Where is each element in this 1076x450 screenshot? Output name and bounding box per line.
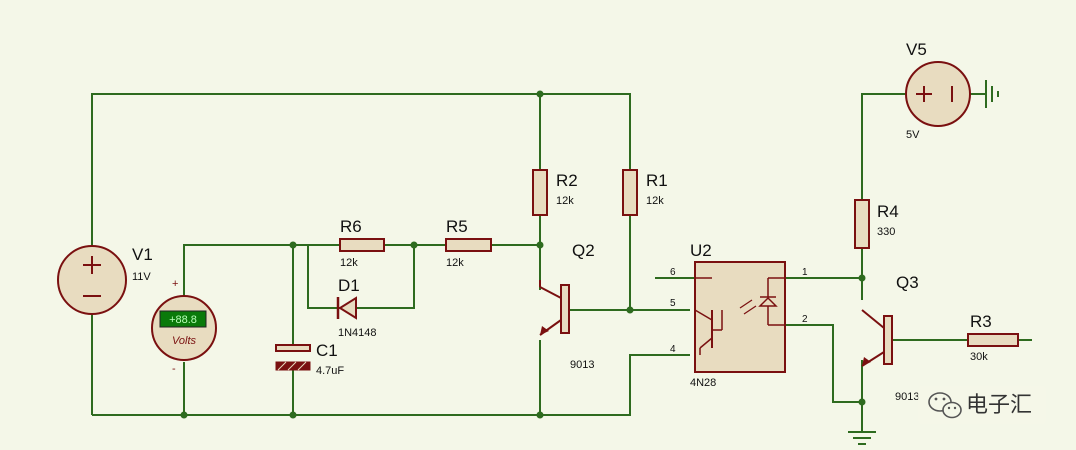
u2-pin-5: 5 [670,298,676,309]
r5-ref: R5 [446,217,468,236]
v1-value: 11V [132,271,151,283]
q3-value: 9013 [895,391,919,403]
r4-ref: R4 [877,202,899,221]
u2-pin-1: 1 [802,267,808,278]
d1-value: 1N4148 [338,327,377,339]
v1-source[interactable]: V1 11V [57,245,153,315]
q2-transistor[interactable]: Q2 9013 [539,241,595,371]
r4-value: 330 [877,226,895,238]
q3-ref: Q3 [896,273,919,292]
r6-resistor[interactable]: R6 12k [339,217,385,269]
q3-transistor[interactable]: Q3 9013 [861,273,919,403]
ground-icon-top [985,80,999,108]
r2-ref: R2 [556,171,578,190]
v5-ref: V5 [906,40,927,59]
u2-pin-4: 4 [670,344,676,355]
d1-diode[interactable]: D1 1N4148 [336,276,377,339]
wires [91,93,1032,432]
v5-source[interactable]: V5 5V [905,40,971,141]
r1-ref: R1 [646,171,668,190]
q2-value: 9013 [570,359,594,371]
c1-capacitor[interactable]: C1 4.7uF [275,341,344,377]
u2-pin-2: 2 [802,314,808,325]
v5-value: 5V [906,129,920,141]
r3-value: 30k [970,351,988,363]
watermark-text: 电子汇 [966,392,1032,417]
voltmeter-label: Volts [172,335,197,347]
r5-resistor[interactable]: R5 12k [445,217,492,269]
voltmeter-plus: + [172,278,178,290]
r1-resistor[interactable]: R1 12k [622,169,668,216]
u2-pin-6: 6 [670,267,676,278]
r1-value: 12k [646,195,664,207]
u2-optocoupler[interactable]: U2 4N28 6 5 4 1 2 [670,241,808,389]
r3-resistor[interactable]: R3 30k [967,312,1019,363]
q2-ref: Q2 [572,241,595,260]
r6-value: 12k [340,257,358,269]
v1-ref: V1 [132,245,153,264]
r2-value: 12k [556,195,574,207]
wechat-icon [928,392,962,419]
junction-dots [180,90,866,419]
voltmeter-minus: - [172,363,176,375]
u2-ref: U2 [690,241,712,260]
r6-ref: R6 [340,217,362,236]
watermark: 电子汇 [918,386,1046,424]
c1-ref: C1 [316,341,338,360]
u2-value: 4N28 [690,377,716,389]
ground-icon-bottom [848,431,876,445]
r5-value: 12k [446,257,464,269]
c1-value: 4.7uF [316,365,344,377]
r2-resistor[interactable]: R2 12k [532,169,578,216]
d1-ref: D1 [338,276,360,295]
r4-resistor[interactable]: R4 330 [854,199,899,249]
r3-ref: R3 [970,312,992,331]
voltmeter-display: +88.8 [169,314,197,326]
voltmeter[interactable]: +88.8 Volts + - [151,278,217,375]
